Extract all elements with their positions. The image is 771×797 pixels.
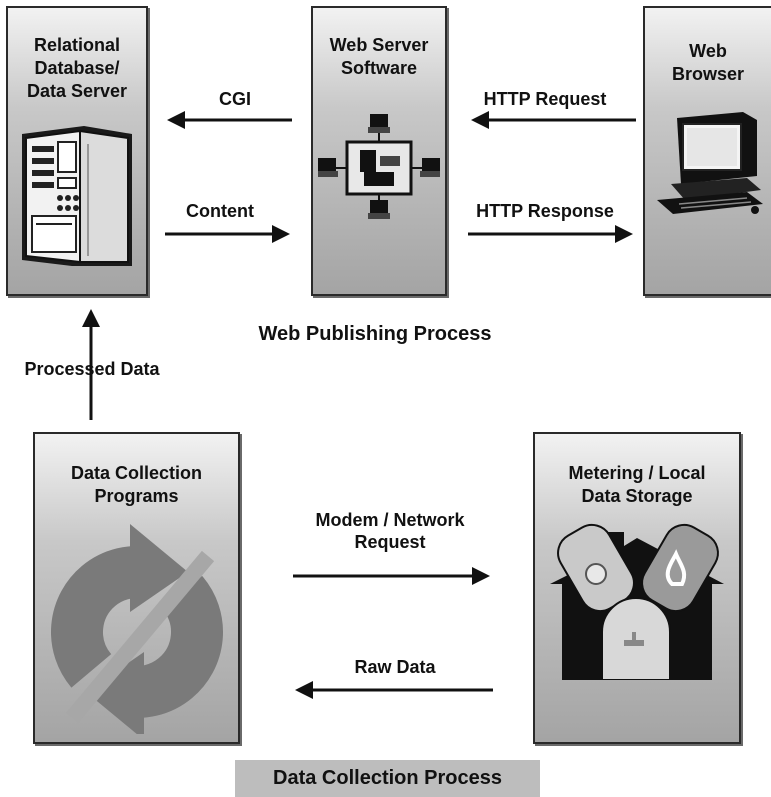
data-collection-title: Data Collection Process (273, 767, 502, 789)
processed-data-label: Processed Data (24, 359, 160, 379)
computer-icon (657, 112, 763, 214)
modem-request-label: Modem / Network Request (315, 510, 465, 552)
content-label: Content (186, 201, 254, 221)
web-server-title: Web Server Software (329, 35, 429, 78)
cycle-arrows-icon (51, 524, 223, 734)
http-response-label: HTTP Response (476, 201, 614, 221)
browser-title: Web Browser (671, 41, 745, 84)
metering-title: Metering / Local Data Storage (568, 463, 706, 506)
utility-house-icon (550, 523, 724, 680)
database-title: Relational Database/ Data Server (26, 35, 128, 101)
data-collection-title: Data Collection Programs (70, 463, 203, 506)
server-tower-icon (22, 126, 132, 266)
raw-data-label: Raw Data (354, 657, 436, 677)
data-collection-band (235, 760, 540, 797)
network-icon (318, 114, 440, 219)
web-publishing-title: Web Publishing Process (258, 323, 492, 345)
cgi-label: CGI (218, 89, 251, 109)
http-request-label: HTTP Request (483, 89, 607, 109)
